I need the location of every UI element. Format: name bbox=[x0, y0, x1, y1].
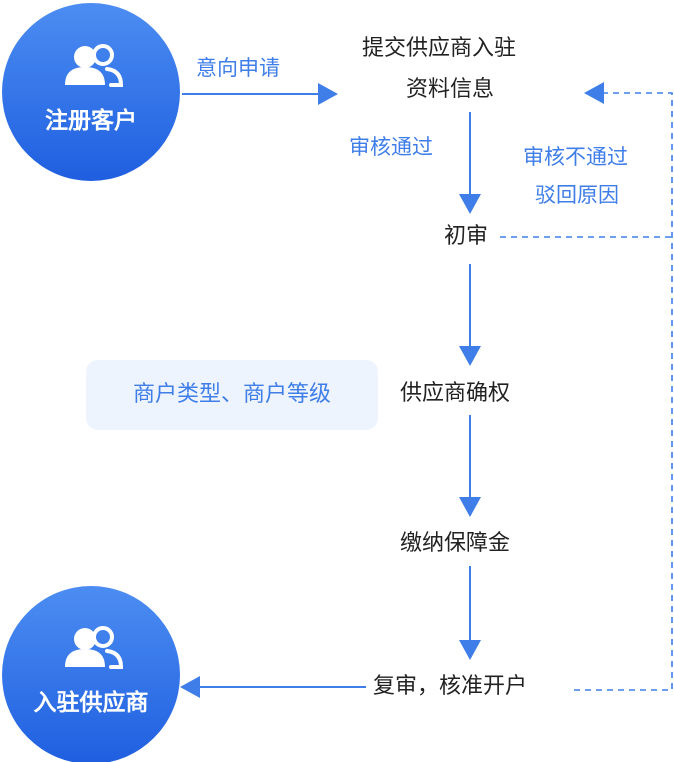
arrowhead-to-end bbox=[180, 676, 200, 698]
users-icon bbox=[65, 626, 124, 669]
review1-node: 初审 bbox=[444, 224, 489, 249]
edge-label-rejected-line1: 审核不通过 bbox=[523, 145, 628, 169]
merchant-type-tag: 商户类型、商户等级 bbox=[86, 360, 378, 430]
confirm-node: 供应商确权 bbox=[400, 381, 511, 406]
edge-label-rejected-line2: 驳回原因 bbox=[535, 183, 619, 207]
deposit-node: 缴纳保障金 bbox=[400, 531, 511, 556]
arrowhead-apply bbox=[318, 83, 338, 105]
arrowhead-deposit-review2 bbox=[459, 640, 481, 660]
merchant-type-tag-label: 商户类型、商户等级 bbox=[132, 382, 331, 407]
submit-node-line2: 资料信息 bbox=[406, 77, 495, 102]
start-node-label: 注册客户 bbox=[45, 108, 137, 134]
arrowhead-confirm-deposit bbox=[459, 497, 481, 517]
arrowhead-reject bbox=[584, 82, 604, 104]
review2-node: 复审，核准开户 bbox=[373, 674, 528, 699]
arrowhead-approved bbox=[459, 194, 481, 214]
start-circle bbox=[2, 3, 180, 181]
end-node-label: 入驻供应商 bbox=[33, 690, 149, 716]
users-icon bbox=[65, 44, 124, 87]
dashed-reject-from-review2 bbox=[574, 92, 673, 691]
edge-label-apply: 意向申请 bbox=[196, 56, 280, 80]
end-circle bbox=[2, 586, 180, 762]
edge-label-approved: 审核通过 bbox=[349, 135, 433, 159]
arrowhead-review1-confirm bbox=[459, 346, 481, 366]
submit-node-line1: 提交供应商入驻 bbox=[362, 36, 517, 61]
